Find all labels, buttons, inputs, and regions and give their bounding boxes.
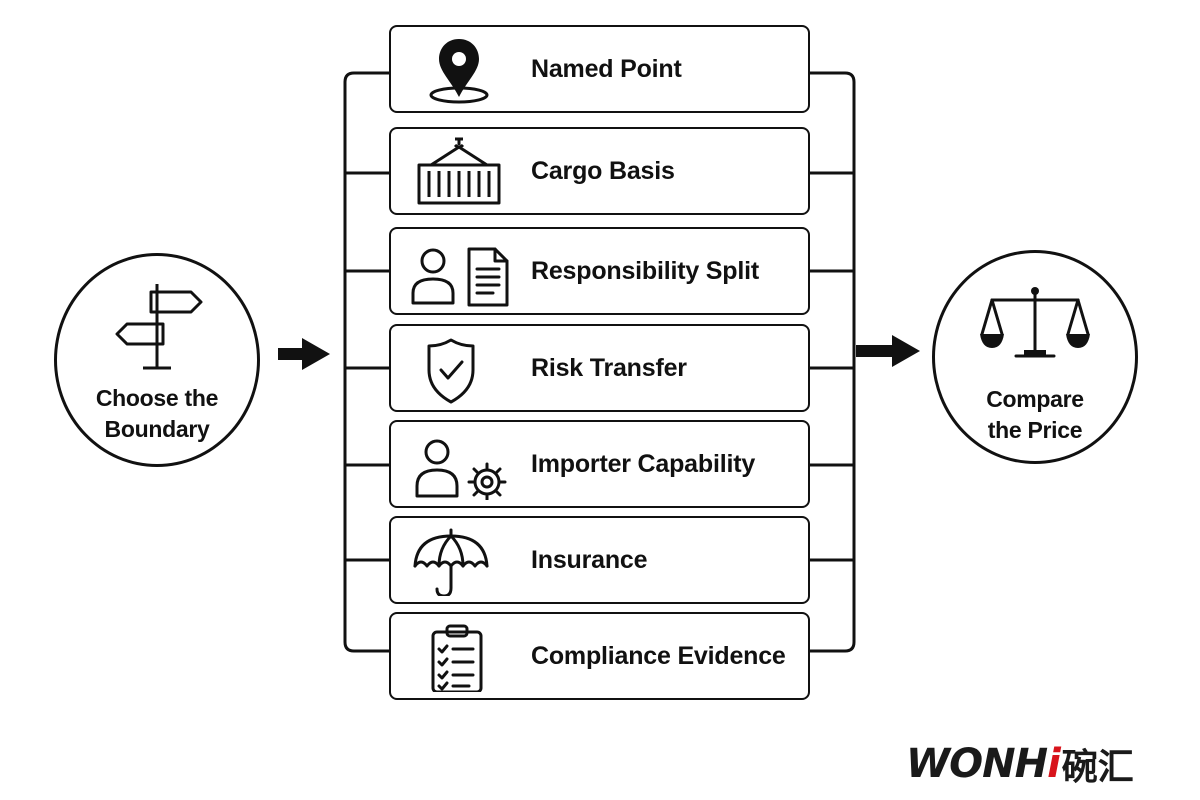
balance-scale-icon bbox=[980, 287, 1090, 358]
factor-box-named-point: Named Point bbox=[389, 25, 810, 113]
signpost-icon bbox=[115, 284, 203, 370]
factor-label-importer-capability: Importer Capability bbox=[531, 450, 756, 478]
logo-latin-main: WONH bbox=[906, 741, 1048, 787]
factor-label-named-point: Named Point bbox=[531, 55, 682, 83]
arrow-in bbox=[278, 338, 330, 370]
arrow-out bbox=[856, 335, 920, 367]
factor-box-risk-transfer: Risk Transfer bbox=[389, 324, 810, 412]
factor-label-cargo-basis: Cargo Basis bbox=[531, 157, 675, 185]
end-label-line2: the Price bbox=[987, 417, 1083, 443]
end-node-label: Compare the Price bbox=[935, 384, 1135, 446]
factor-label-insurance: Insurance bbox=[531, 546, 648, 574]
end-label-line1: Compare bbox=[986, 386, 1084, 412]
end-node: Compare the Price bbox=[932, 250, 1138, 464]
person-document-icon bbox=[411, 247, 509, 307]
factor-label-risk-transfer: Risk Transfer bbox=[531, 354, 687, 382]
shipping-container-icon bbox=[417, 137, 501, 205]
factor-box-responsibility-split: Responsibility Split bbox=[389, 227, 810, 315]
start-label-line1: Choose the bbox=[95, 385, 219, 411]
factor-box-importer-capability: Importer Capability bbox=[389, 420, 810, 508]
person-gear-icon bbox=[415, 439, 507, 500]
location-pin-icon bbox=[429, 39, 489, 104]
factor-label-compliance-evidence: Compliance Evidence bbox=[531, 642, 786, 670]
checklist-clipboard-icon bbox=[431, 624, 483, 692]
umbrella-icon bbox=[413, 528, 489, 596]
factor-label-responsibility-split: Responsibility Split bbox=[531, 257, 759, 285]
factor-box-insurance: Insurance bbox=[389, 516, 810, 604]
left-bracket bbox=[343, 71, 391, 653]
start-label-line2: Boundary bbox=[104, 416, 210, 442]
start-node-label: Choose the Boundary bbox=[57, 383, 257, 445]
logo-latin-accent: i bbox=[1047, 741, 1061, 787]
right-bracket bbox=[808, 71, 856, 653]
factor-box-compliance-evidence: Compliance Evidence bbox=[389, 612, 810, 700]
shield-check-icon bbox=[427, 338, 475, 404]
logo-chinese: 碗汇 bbox=[1061, 747, 1134, 788]
start-node: Choose the Boundary bbox=[54, 253, 260, 467]
factor-box-cargo-basis: Cargo Basis bbox=[389, 127, 810, 215]
